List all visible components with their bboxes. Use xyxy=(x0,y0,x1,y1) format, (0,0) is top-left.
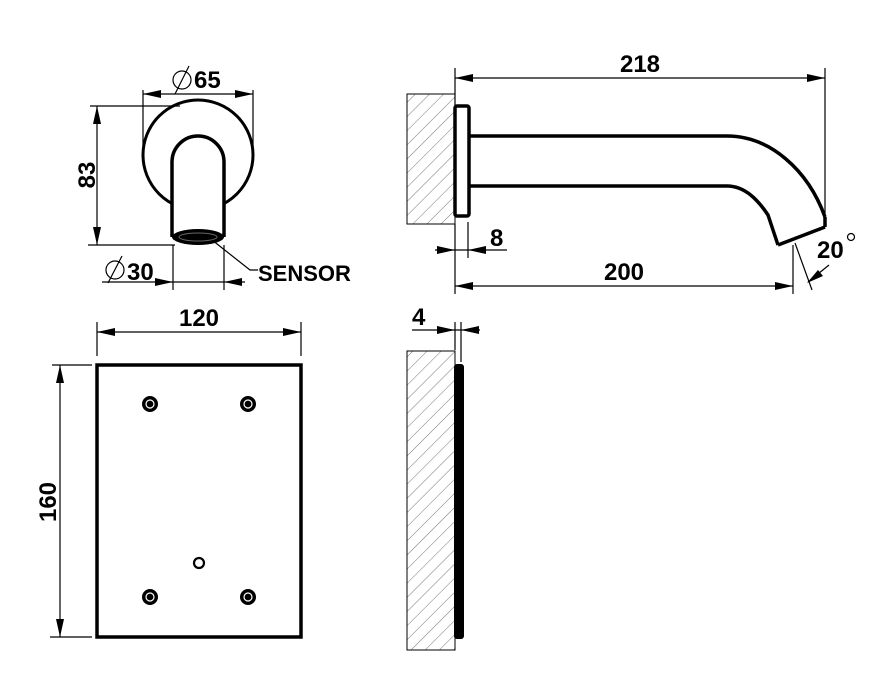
dim-160-arrow-top xyxy=(56,365,64,383)
wall-section-plate xyxy=(406,350,456,651)
dim-200-arrow-right xyxy=(775,282,793,290)
dim-4-arrow-left xyxy=(437,326,455,334)
dim-65-label: 65 xyxy=(172,65,221,95)
dim-4-arrow-right xyxy=(461,326,479,334)
spout-body xyxy=(170,134,226,237)
screw-bottom-left xyxy=(142,589,158,605)
dim-200-value: 200 xyxy=(604,259,644,286)
dim-200-arrow-left xyxy=(455,282,473,290)
screw-bottom-right xyxy=(240,589,256,605)
dim-30-arrow-left xyxy=(155,278,173,286)
dim-30-arrow-right xyxy=(224,278,242,286)
dim-83-value: 83 xyxy=(74,162,101,189)
spout-bottom-edge xyxy=(469,184,780,246)
screw-top-left xyxy=(142,396,158,412)
dim-65-value: 65 xyxy=(194,67,221,94)
dim-8-arrow-right xyxy=(468,246,486,254)
plate-side-profile xyxy=(454,364,464,639)
sensor-leader-line xyxy=(211,239,258,271)
dim-65-arrow-left xyxy=(143,90,161,98)
dim-30-value: 30 xyxy=(127,259,154,286)
spout-side-view: 218 8 200 20 xyxy=(406,51,856,294)
dim-20-arrow xyxy=(807,270,823,283)
rosette-side xyxy=(453,104,471,218)
sensor-hole-icon xyxy=(192,556,206,570)
dim-120-value: 120 xyxy=(179,305,219,332)
dim-4-value: 4 xyxy=(412,304,426,331)
dim-8-arrow-left xyxy=(437,246,455,254)
spout-front-view: 65 83 30 SENSOR xyxy=(74,65,351,290)
dim-120-arrow-right xyxy=(283,328,301,336)
spout-top-edge xyxy=(469,134,827,218)
sensor-ring xyxy=(178,232,218,242)
dim-160-arrow-bottom xyxy=(56,619,64,637)
dim-160-value: 160 xyxy=(35,482,62,522)
spout-outlet xyxy=(777,225,826,247)
plate-outline xyxy=(95,363,303,639)
diameter-symbol-icon xyxy=(105,260,125,280)
screw-top-right xyxy=(240,396,256,412)
dim-83-arrow-top xyxy=(93,106,101,124)
screw-icon xyxy=(142,396,158,412)
dim-20-value: 20 xyxy=(817,237,844,264)
sensor-label: SENSOR xyxy=(258,261,351,286)
screw-icon xyxy=(240,589,256,605)
dim-65-arrow-right xyxy=(235,90,253,98)
wall-section xyxy=(406,93,456,225)
dim-218-arrow-left xyxy=(455,74,473,82)
plate-side-view: 4 xyxy=(406,304,480,651)
dim-218-arrow-right xyxy=(807,74,825,82)
sensor-ellipse xyxy=(172,229,224,245)
dim-8-value: 8 xyxy=(490,225,503,252)
screw-icon xyxy=(240,396,256,412)
dim-20-ext-line xyxy=(794,242,813,291)
diameter-symbol-icon xyxy=(172,70,192,90)
dim-83-arrow-bottom xyxy=(93,227,101,245)
dim-120-arrow-left xyxy=(97,328,115,336)
plate-front-view: 120 160 xyxy=(35,305,303,639)
dim-30-label: 30 xyxy=(105,255,154,286)
degree-symbol-icon xyxy=(846,232,856,242)
dim-218-value: 218 xyxy=(620,51,660,78)
screw-icon xyxy=(142,589,158,605)
